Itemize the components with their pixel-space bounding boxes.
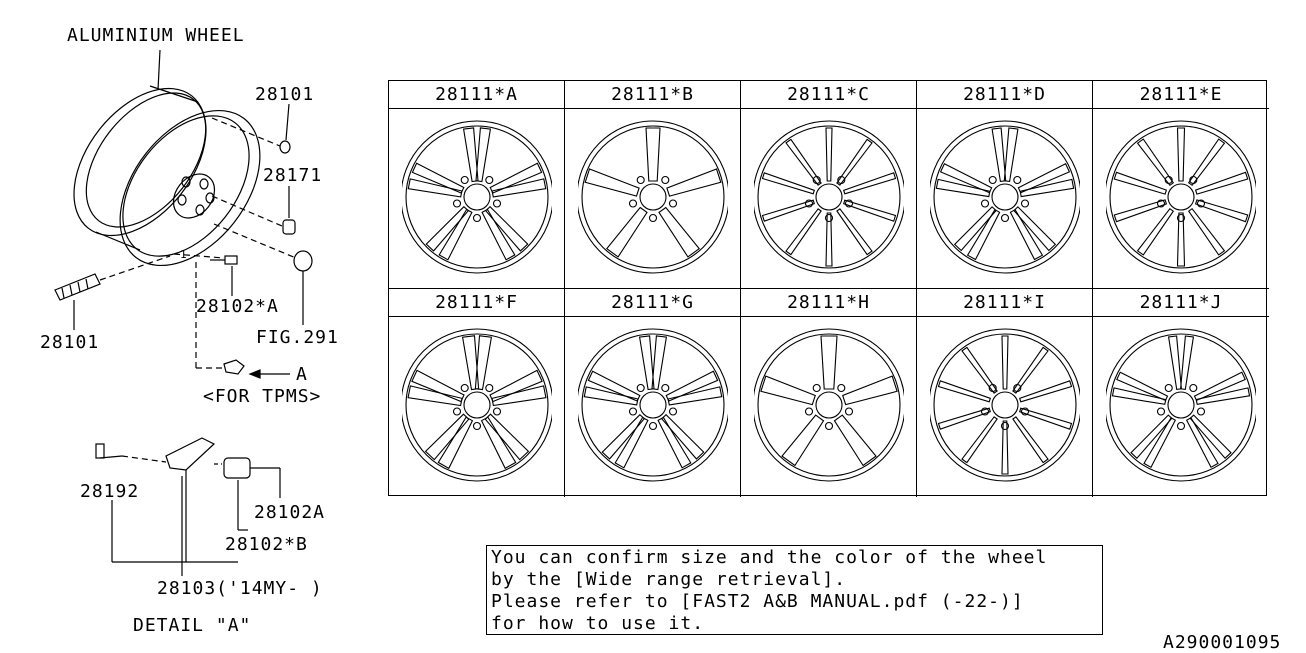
- balance-weight-part: [54, 255, 171, 330]
- wheel-code-label[interactable]: 28111*H: [741, 289, 916, 317]
- note-line-4: for how to use it.: [491, 613, 705, 634]
- tpms-route: [195, 262, 290, 379]
- wheel-code-label[interactable]: 28111*D: [917, 81, 1092, 109]
- center-cap-part: [211, 103, 291, 154]
- aluminium-wheel-drawing: [73, 85, 261, 267]
- wheel-code-label[interactable]: 28111*C: [741, 81, 916, 109]
- wheel-cell-d[interactable]: 28111*D: [917, 81, 1093, 289]
- wheel-cell-j[interactable]: 28111*J: [1093, 289, 1269, 497]
- part-28103-label[interactable]: 28103('14MY- ): [157, 578, 323, 599]
- wheel-cell-e[interactable]: 28111*E: [1093, 81, 1269, 289]
- note-line-1: You can confirm size and the color of th…: [491, 547, 1048, 568]
- wheel-drawing: [402, 328, 552, 482]
- note-line-2: by the [Wide range retrieval].: [491, 569, 847, 590]
- wheel-cell-g[interactable]: 28111*G: [565, 289, 741, 497]
- valve-part: [173, 253, 238, 296]
- wheel-drawing: [930, 328, 1080, 482]
- wheel-drawing: [754, 120, 904, 274]
- part-28102A-label[interactable]: 28102A: [254, 502, 326, 523]
- wheel-drawing: [402, 120, 552, 274]
- for-tpms-label: <FOR TPMS>: [203, 386, 322, 407]
- part-28192-label[interactable]: 28192: [80, 481, 140, 502]
- wheel-cell-b[interactable]: 28111*B: [565, 81, 741, 289]
- part-28102-b-star-label[interactable]: 28102*B: [225, 534, 308, 555]
- wheel-code-label[interactable]: 28111*B: [565, 81, 740, 109]
- part-28171-label[interactable]: 28171: [263, 165, 323, 186]
- detail-a-title: DETAIL "A": [133, 615, 252, 636]
- aluminium-wheel-label: ALUMINIUM WHEEL: [67, 25, 245, 46]
- part-28102-a-star-label[interactable]: 28102*A: [196, 296, 279, 317]
- note-box: You can confirm size and the color of th…: [486, 545, 1103, 635]
- wheel-cell-i[interactable]: 28111*I: [917, 289, 1093, 497]
- note-line-3: Please refer to [FAST2 A&B MANUAL.pdf (-…: [491, 591, 1024, 612]
- wheel-drawing: [1106, 120, 1256, 274]
- callout-1-label: 1: [180, 248, 188, 261]
- wheel-cell-f[interactable]: 28111*F: [389, 289, 565, 497]
- part-28101-left-label[interactable]: 28101: [40, 332, 100, 353]
- wheel-code-label[interactable]: 28111*I: [917, 289, 1092, 317]
- wheel-drawing: [578, 328, 728, 482]
- title-leader-line: [157, 49, 161, 91]
- part-28101-top-label[interactable]: 28101: [255, 84, 315, 105]
- wheel-cell-c[interactable]: 28111*C: [741, 81, 917, 289]
- wheel-code-label[interactable]: 28111*A: [389, 81, 564, 109]
- fig-291-link[interactable]: FIG.291: [256, 327, 339, 348]
- wheel-cell-h[interactable]: 28111*H: [741, 289, 917, 497]
- wheel-code-label[interactable]: 28111*F: [389, 289, 564, 317]
- wheel-code-label[interactable]: 28111*G: [565, 289, 740, 317]
- plug-part: [213, 223, 313, 325]
- wheel-cell-a[interactable]: 28111*A: [389, 81, 565, 289]
- arrow-a-label: A: [296, 364, 308, 385]
- wheel-drawing: [1106, 328, 1256, 482]
- wheel-code-label[interactable]: 28111*E: [1093, 81, 1269, 109]
- wheel-drawing: [754, 328, 904, 482]
- lug-nut-part: [211, 186, 296, 235]
- wheel-drawing: [578, 120, 728, 274]
- wheel-drawing: [930, 120, 1080, 274]
- wheel-code-label[interactable]: 28111*J: [1093, 289, 1269, 317]
- diagram-id: A290001095: [1163, 632, 1282, 653]
- detail-a-drawing: [95, 437, 281, 576]
- exploded-view-drawing: [54, 49, 313, 576]
